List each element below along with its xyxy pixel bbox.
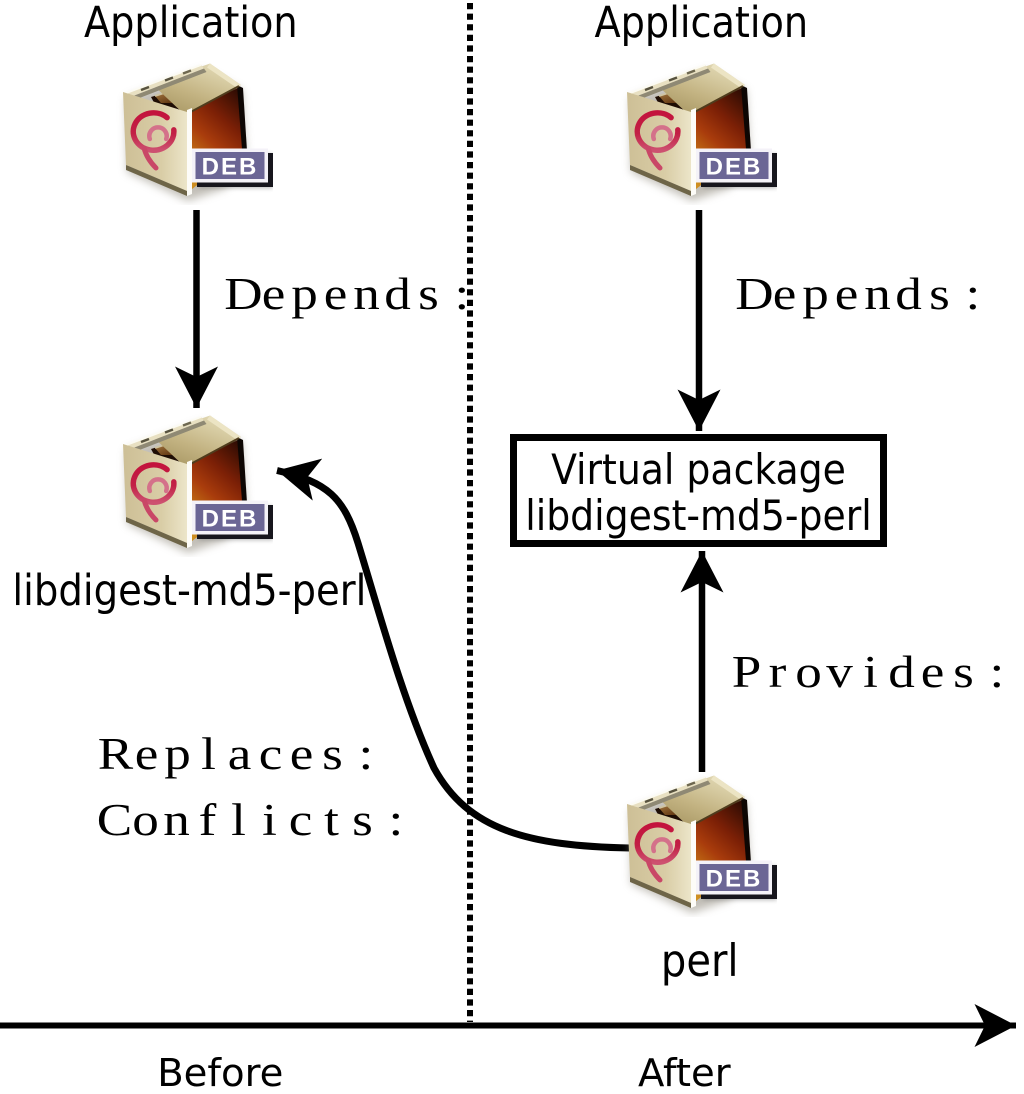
after-axis-label: After — [638, 1051, 731, 1094]
virtual-package-box: Virtual package libdigest-md5-perl — [510, 434, 887, 547]
deb-package-icon-libdigest-md5-perl — [113, 407, 273, 557]
application-label-after: Application — [594, 0, 809, 49]
virtual-package-box-line2: libdigest-md5-perl — [525, 490, 872, 540]
replaces-conflicts-arrow — [276, 458, 631, 852]
deb-package-icon-perl — [617, 767, 777, 917]
deb-package-icon-application-after — [617, 55, 777, 205]
before-axis-label: Before — [157, 1051, 284, 1094]
deb-package-icon-application-before — [113, 55, 273, 205]
perl-label: perl — [660, 936, 739, 987]
libdigest-md5-perl-label: libdigest-md5-perl — [12, 565, 367, 616]
virtual-package-box-line1: Virtual package — [551, 445, 846, 494]
application-label-before: Application — [84, 0, 298, 49]
